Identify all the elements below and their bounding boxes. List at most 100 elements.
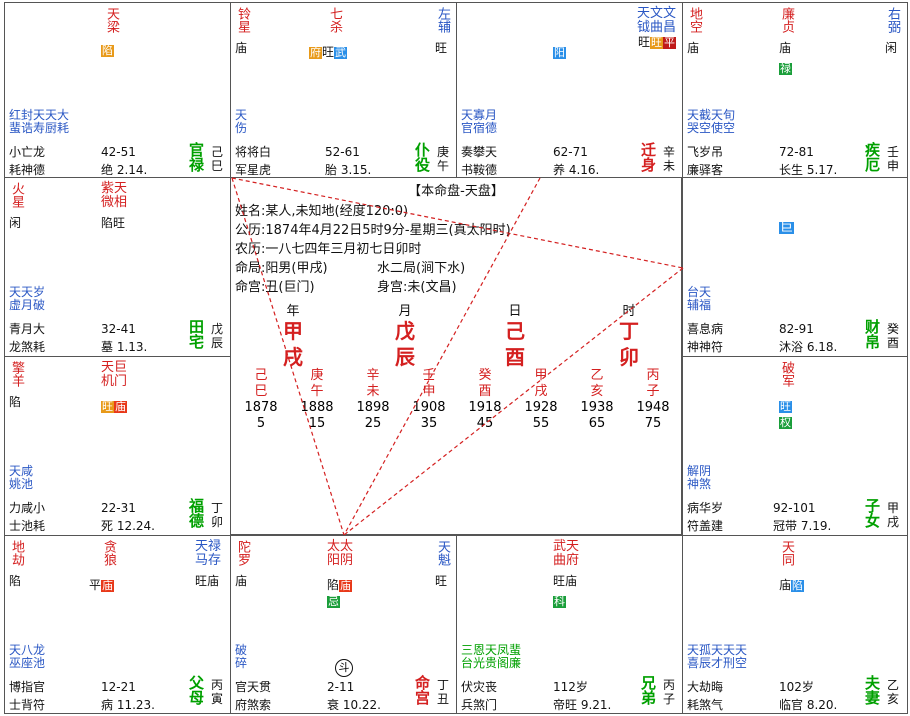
minor-stars: 三恩天凤蜚 台光贵阁廉: [461, 643, 522, 670]
row2-left: 府煞索: [235, 698, 272, 712]
star-wuqu-tianfu: 武天曲府: [553, 539, 580, 568]
row1-left: 青月大: [9, 322, 46, 336]
star-lianzhen: 廉贞: [779, 7, 794, 33]
star-tuoluo: 陀罗: [235, 540, 250, 566]
row1-age: 62-71: [553, 145, 588, 159]
brightness: 庙: [235, 574, 248, 588]
transform-badge: 忌: [327, 595, 340, 608]
row1-left: 力咸小: [9, 501, 46, 515]
pillar-label-day: 日: [508, 304, 522, 319]
star-tianma-lucun: 天禄马存: [195, 539, 222, 568]
star-zuofu: 左辅: [435, 7, 450, 33]
row1-age: 2-11: [327, 680, 355, 694]
star-dijie: 地劫: [9, 540, 24, 566]
row2-left: 耗神德: [9, 163, 46, 177]
row2-state: 临官 8.20.: [779, 698, 838, 712]
minor-stars: 天 伤: [235, 108, 248, 135]
status-badge: 旺: [779, 400, 792, 413]
status-badge: 陷: [791, 579, 805, 592]
palace-wu[interactable]: 铃星 庙 七杀 府旺武 左辅 旺 天 伤 将将白 52-61 军星虎 胎 3.1…: [230, 2, 457, 178]
ganzhi: 戊辰: [211, 322, 224, 350]
row1-age: 12-21: [101, 680, 136, 694]
palace-name: 田宅: [189, 318, 205, 351]
palace-xu[interactable]: 破军 旺 权 解阴 神煞 病华岁 92-101 符盖建 冠带 7.19. 子女 …: [682, 356, 908, 536]
info-mingju: 命局:阳男(甲戌): [235, 261, 328, 276]
ganzhi: 丁卯: [211, 501, 224, 529]
ganzhi: 庚午: [437, 145, 450, 173]
row1-age: 22-31: [101, 501, 136, 515]
row1-left: 大劫晦: [687, 680, 724, 694]
transform-badge: 权: [779, 416, 792, 429]
palace-si[interactable]: 天梁 陷 红封天天大 蜚诰寿厨耗 小亡龙 42-51 耗神德 绝 2.14. 官…: [4, 2, 231, 178]
row1-age: 92-101: [773, 501, 816, 515]
brightness: 庙: [235, 41, 248, 55]
brightness: 旺: [435, 574, 448, 588]
star-dikong: 地空: [687, 7, 702, 33]
star-tanlang: 贪狼: [101, 540, 116, 566]
info-shengong: 身宫:未(文昌): [377, 280, 457, 295]
brightness: 闲: [885, 41, 898, 55]
row2-left: 书鞍德: [461, 163, 498, 177]
brightness: 旺庙: [553, 574, 578, 588]
brightness: 旺庙: [195, 574, 220, 588]
palace-name: 命宫: [415, 674, 431, 707]
ganzhi: 丙寅: [211, 678, 224, 706]
palace-chen[interactable]: 火星 闲 紫天微相 陷旺 天天岁 虚月破 青月大 32-41 龙煞耗 墓 1.1…: [4, 177, 231, 357]
row1-left: 官天贯: [235, 680, 272, 694]
row1-age: 102岁: [779, 680, 814, 694]
star-qingyang: 擎羊: [9, 361, 24, 387]
star-tianliang: 天梁: [104, 7, 119, 33]
info-wuxingju: 水二局(涧下水): [377, 261, 466, 276]
row2-left: 士池耗: [9, 519, 46, 533]
palace-name: 子女: [865, 497, 881, 530]
row1-left: 小亡龙: [9, 145, 46, 159]
row1-age: 72-81: [779, 145, 814, 159]
palace-name: 兄弟: [641, 674, 657, 707]
row1-left: 奏攀天: [461, 145, 498, 159]
brightness: 庙: [779, 578, 792, 592]
row2-left: 廉驿客: [687, 163, 724, 177]
pillar-label-hour: 时: [622, 304, 636, 319]
brightness: 庙: [687, 41, 700, 55]
minor-stars: 天孤天天天 喜辰才刑空: [687, 643, 748, 670]
ganzhi: 辛未: [663, 145, 676, 173]
brightness: 陷: [9, 574, 22, 588]
star-jumen: 巨: [779, 220, 795, 235]
minor-stars: 天寡月 官宿德: [461, 108, 498, 135]
star-tianji-jumen: 天巨机门: [101, 360, 128, 389]
pillar-label-year: 年: [286, 304, 300, 319]
row1-age: 32-41: [101, 322, 136, 336]
row2-state: 衰 10.22.: [327, 698, 381, 712]
minor-stars: 台天 辅福: [687, 285, 712, 312]
ganzhi: 甲戌: [887, 501, 900, 529]
info-lunar: 农历:一八七四年三月初七日卯时: [235, 242, 422, 257]
palace-you[interactable]: 巨 台天 辅福 喜息病 82-91 神神符 沐浴 6.18. 财帛 癸酉: [682, 177, 908, 357]
palace-name: 财帛: [865, 318, 881, 351]
row1-left: 飞岁吊: [687, 145, 724, 159]
palace-mao[interactable]: 擎羊 陷 天巨机门 旺庙 天咸 姚池 力咸小 22-31 士池耗 死 12.24…: [4, 356, 231, 536]
row2-state: 长生 5.17.: [779, 163, 838, 177]
pillar-day: 己酉: [505, 319, 525, 369]
palace-yin[interactable]: 地劫 陷 贪狼 平庙 天禄马存 旺庙 天八龙 巫座池 博指官 12-21 士背符…: [4, 535, 231, 714]
transform-badge: 科: [553, 595, 566, 608]
status-badge: 陷: [101, 44, 114, 57]
palace-shen[interactable]: 地空 庙 廉贞 庙 禄 右弼 闲 天截天旬 哭空使空 飞岁吊 72-81 廉驿客…: [682, 2, 908, 178]
center-panel: 【本命盘-天盘】 姓名:某人,未知地(经度120:0) 公历:1874年4月22…: [230, 177, 682, 535]
palace-wei[interactable]: 阳 天文文钺曲昌 旺旺平 天寡月 官宿德 奏攀天 62-71 书鞍德 养 4.1…: [456, 2, 683, 178]
palace-hai[interactable]: 天同 庙陷 天孤天天天 喜辰才刑空 大劫晦 102岁 耗煞气 临官 8.20. …: [682, 535, 908, 714]
row2-left: 兵煞门: [461, 698, 498, 712]
palace-chou[interactable]: 陀罗 庙 太太阳阴 陷庙 忌 天魁 旺 破 碎 斗 官天贯 2-11 府煞索 衰…: [230, 535, 457, 714]
pillar-hour: 丁卯: [619, 319, 639, 369]
palace-zi[interactable]: 武天曲府 旺庙 科 三恩天凤蜚 台光贵阁廉 伏灾丧 112岁 兵煞门 帝旺 9.…: [456, 535, 683, 714]
minor-stars: 解阴 神煞: [687, 464, 712, 491]
star-taiyang-taiyin: 太太阳阴: [327, 539, 354, 568]
palace-name: 官禄: [189, 141, 205, 174]
star-lingxing: 铃星: [235, 7, 250, 33]
row1-age: 42-51: [101, 145, 136, 159]
